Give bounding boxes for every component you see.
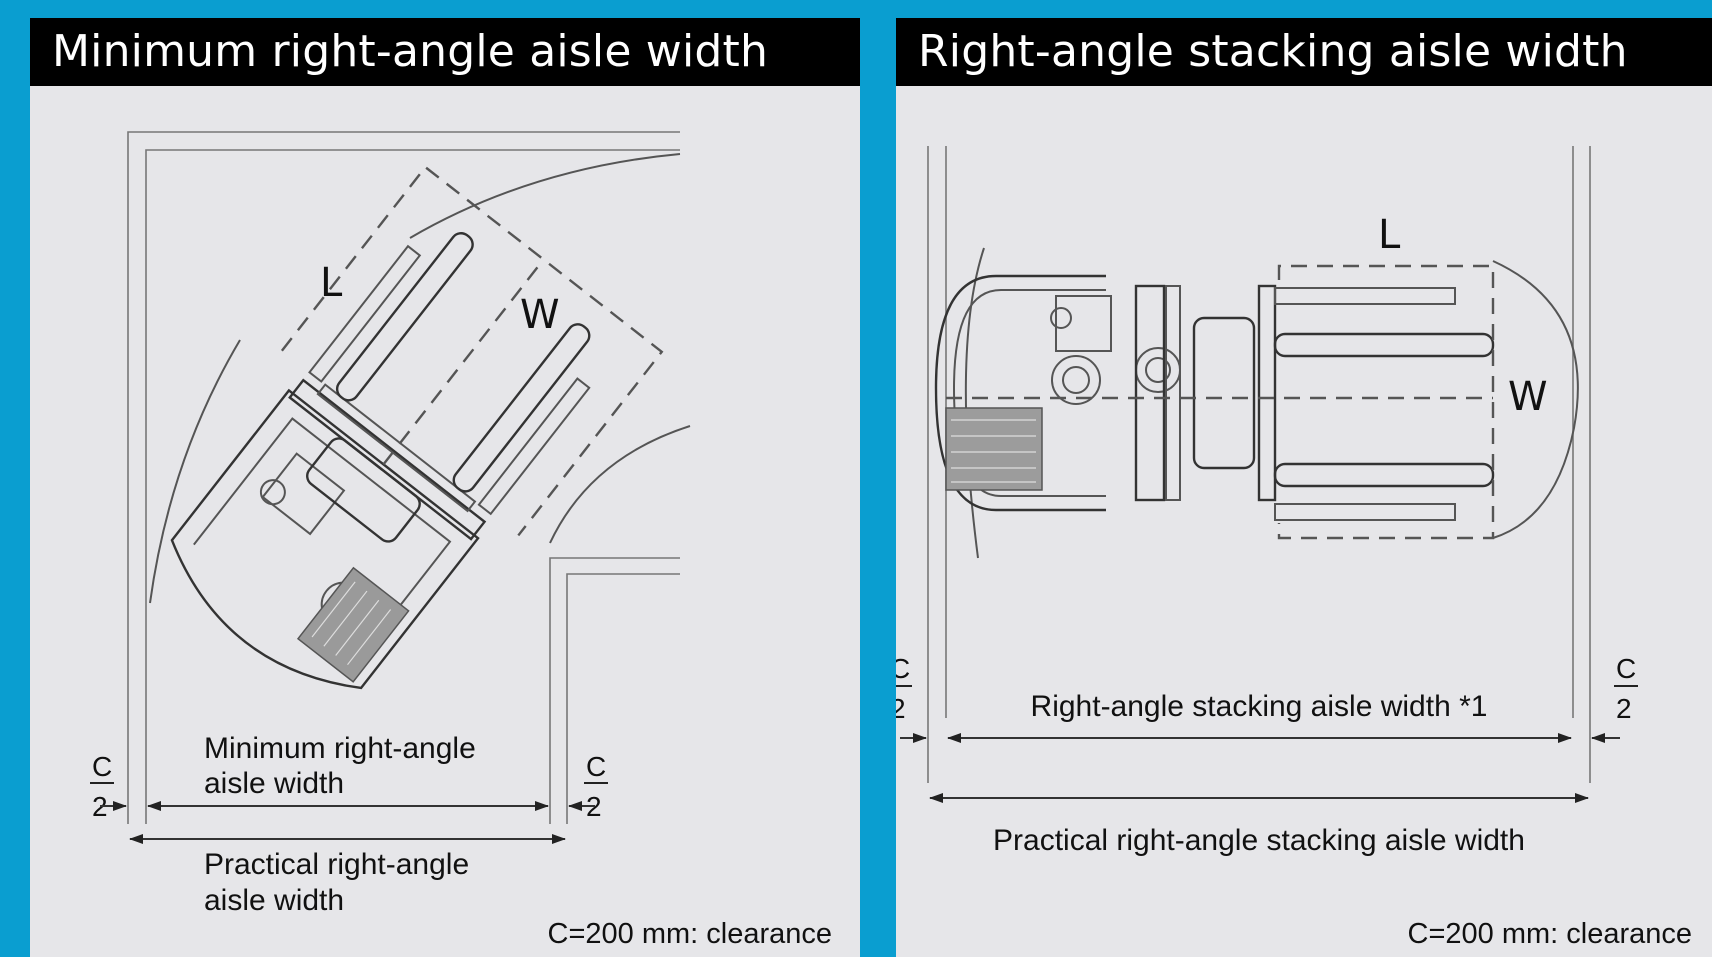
svg-text:C: C xyxy=(92,751,112,782)
clearance-note: C=200 mm: clearance xyxy=(1408,918,1693,950)
minimum-aisle-diagram: L W C 2 C 2 Minimum right-angle aisle wi… xyxy=(90,131,833,950)
clearance-fraction-left: C 2 xyxy=(90,751,114,822)
min-width-label-1: Minimum right-angle xyxy=(204,732,476,765)
stacking-aisle-diagram: L W C 2 C 2 Right-angle stacking aisle w… xyxy=(896,146,1693,950)
svg-text:2: 2 xyxy=(92,791,108,822)
svg-text:C: C xyxy=(1616,653,1636,684)
svg-text:2: 2 xyxy=(896,693,906,724)
clearance-fraction-right: C 2 xyxy=(584,751,608,822)
forklift-drawing xyxy=(934,264,1495,540)
turning-arcs xyxy=(149,153,691,604)
practical-stacking-width-label: Practical right-angle stacking aisle wid… xyxy=(993,824,1525,857)
practical-width-label-1: Practical right-angle xyxy=(204,848,469,881)
clearance-fraction-left: C 2 xyxy=(896,653,912,724)
left-panel: Minimum right-angle aisle width xyxy=(30,18,860,957)
min-width-label-2: aisle width xyxy=(204,767,344,800)
left-panel-title: Minimum right-angle aisle width xyxy=(30,18,860,86)
right-panel-title: Right-angle stacking aisle width xyxy=(896,18,1712,86)
length-label: L xyxy=(320,260,343,306)
load-arc xyxy=(1492,260,1579,539)
clearance-fraction-right: C 2 xyxy=(1614,653,1638,724)
practical-width-label-2: aisle width xyxy=(204,884,344,917)
stacking-width-label: Right-angle stacking aisle width *1 xyxy=(1031,690,1488,723)
width-label: W xyxy=(520,292,560,338)
width-label: W xyxy=(1508,374,1548,420)
svg-text:2: 2 xyxy=(1616,693,1632,724)
aisle-walls xyxy=(127,131,680,824)
right-panel: Right-angle stacking aisle width xyxy=(896,18,1712,957)
length-label: L xyxy=(1378,212,1401,258)
svg-text:C: C xyxy=(586,751,606,782)
forklift-drawing xyxy=(170,165,664,690)
svg-text:C: C xyxy=(896,653,910,684)
rear-arc xyxy=(964,247,985,559)
clearance-note: C=200 mm: clearance xyxy=(548,918,833,950)
